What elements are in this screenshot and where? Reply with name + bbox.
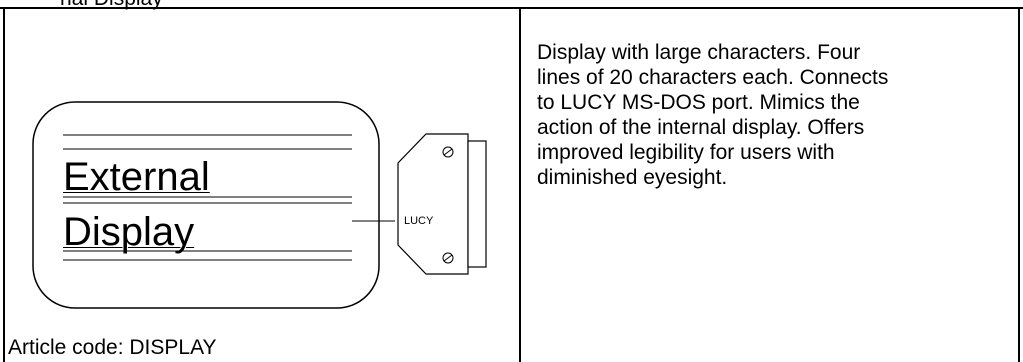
connector-plug (397, 133, 469, 275)
display-text-line-1: External (63, 155, 210, 199)
screw-icon-top (442, 146, 454, 158)
display-line-guides (63, 134, 352, 261)
connector-pin-block (467, 140, 487, 268)
display-device-body (32, 101, 380, 309)
display-text-line-2: Display (63, 210, 195, 254)
section-title-fragment: nal Display (60, 0, 163, 11)
product-description: Display with large characters. Four line… (537, 41, 889, 189)
connector-label: LUCY (404, 215, 434, 227)
screw-icon-bottom (442, 252, 454, 264)
article-code: Article code: DISPLAY (8, 336, 217, 359)
